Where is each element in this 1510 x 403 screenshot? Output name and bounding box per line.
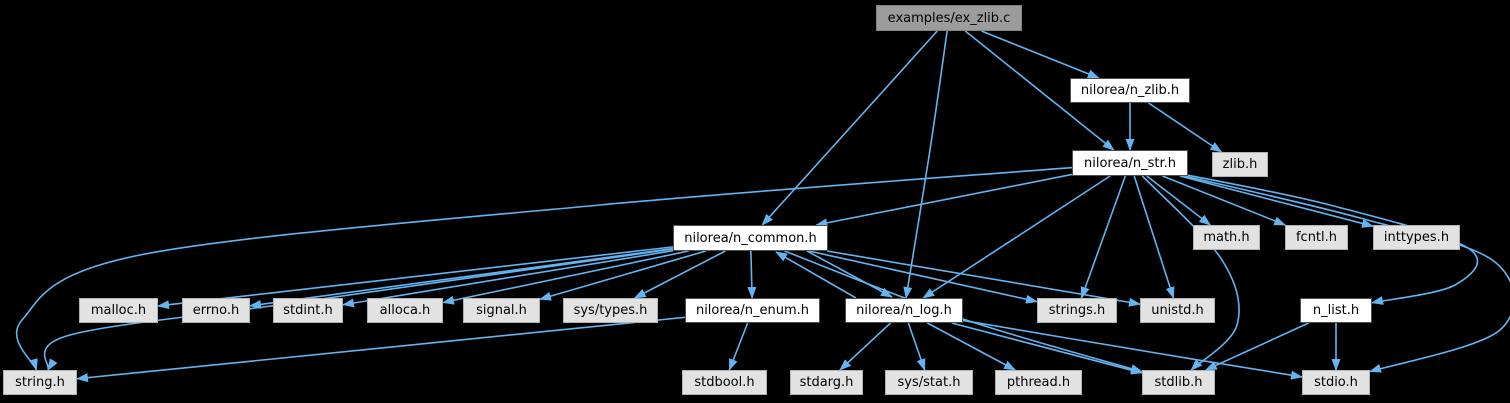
edge-n_common-alloca (442, 250, 689, 305)
node-n_enum[interactable]: nilorea/n_enum.h (685, 298, 820, 323)
edge-n_list-stdlib (1204, 322, 1309, 371)
node-fcntl: fcntl.h (1285, 225, 1348, 250)
node-math: math.h (1193, 225, 1260, 250)
node-zlib: zlib.h (1212, 152, 1268, 177)
node-stdbool: stdbool.h (682, 370, 767, 395)
edge-n_str-n_log (922, 175, 1111, 299)
node-pthread: pthread.h (995, 370, 1082, 395)
node-errno: errno.h (182, 298, 250, 323)
edge-n_str-stdio (1184, 175, 1510, 373)
edge-n_common-systypes (633, 250, 726, 299)
edge-n_str-inttypes (1179, 175, 1374, 228)
node-strings: strings.h (1037, 298, 1117, 323)
edge-n_str-math (1146, 175, 1212, 226)
node-alloca: alloca.h (367, 298, 443, 323)
node-stdlib: stdlib.h (1142, 370, 1215, 395)
edge-n_str-fcntl (1162, 175, 1287, 226)
node-inttypes: inttypes.h (1373, 225, 1460, 250)
edge-n_log-pthread (926, 322, 1017, 371)
edge-n_log-sysstat (907, 322, 926, 371)
node-sysstat: sys/stat.h (885, 370, 973, 395)
edge-ex_zlib-n_common (761, 30, 938, 226)
edge-n_log-stdlib (951, 322, 1143, 375)
edge-n_str-n_common (815, 173, 1073, 228)
edge-n_common-signal (539, 250, 707, 301)
edge-n_str-string (15, 166, 1073, 371)
edge-ex_zlib-n_zlib (981, 30, 1100, 79)
edge-n_common-stdint (342, 249, 674, 308)
edge-n_common-strings (808, 250, 1038, 304)
node-stdarg: stdarg.h (790, 370, 863, 395)
node-n_str[interactable]: nilorea/n_str.h (1072, 150, 1188, 176)
edge-n_log-stdio (962, 319, 1303, 380)
edge-n_enum-string (76, 316, 686, 383)
edge-n_common-n_log (806, 250, 893, 298)
node-string: string.h (3, 370, 77, 395)
edge-n_str-unistd (1133, 175, 1175, 299)
node-n_zlib[interactable]: nilorea/n_zlib.h (1070, 78, 1190, 103)
edge-n_common-n_enum (747, 250, 757, 299)
edge-n_enum-stdbool (728, 322, 749, 371)
node-stdio: stdio.h (1302, 370, 1370, 395)
edge-n_common-string (43, 248, 674, 371)
edge-ex_zlib-n_log (903, 30, 948, 299)
edge-n_str-strings (1080, 175, 1127, 299)
node-ex_zlib[interactable]: examples/ex_zlib.c (876, 5, 1022, 31)
edge-ex_zlib-n_str (964, 30, 1115, 151)
node-n_list[interactable]: n_list.h (1300, 298, 1372, 323)
node-systypes: sys/types.h (563, 298, 658, 323)
edge-n_common-errno (249, 247, 674, 309)
edge-n_common-malloc (157, 246, 674, 310)
node-n_common[interactable]: nilorea/n_common.h (673, 225, 828, 251)
node-signal: signal.h (463, 298, 540, 323)
edge-n_log-n_common (775, 251, 857, 299)
edge-n_log-stdarg (839, 322, 892, 371)
node-malloc: malloc.h (79, 298, 158, 323)
node-n_log[interactable]: nilorea/n_log.h (845, 298, 963, 323)
edge-n_common-unistd (826, 250, 1141, 307)
node-unistd: unistd.h (1140, 298, 1215, 323)
edge-n_zlib-zlib (1148, 102, 1223, 153)
node-stdint: stdint.h (273, 298, 343, 323)
edge-n_str-stdlib (1141, 175, 1240, 371)
